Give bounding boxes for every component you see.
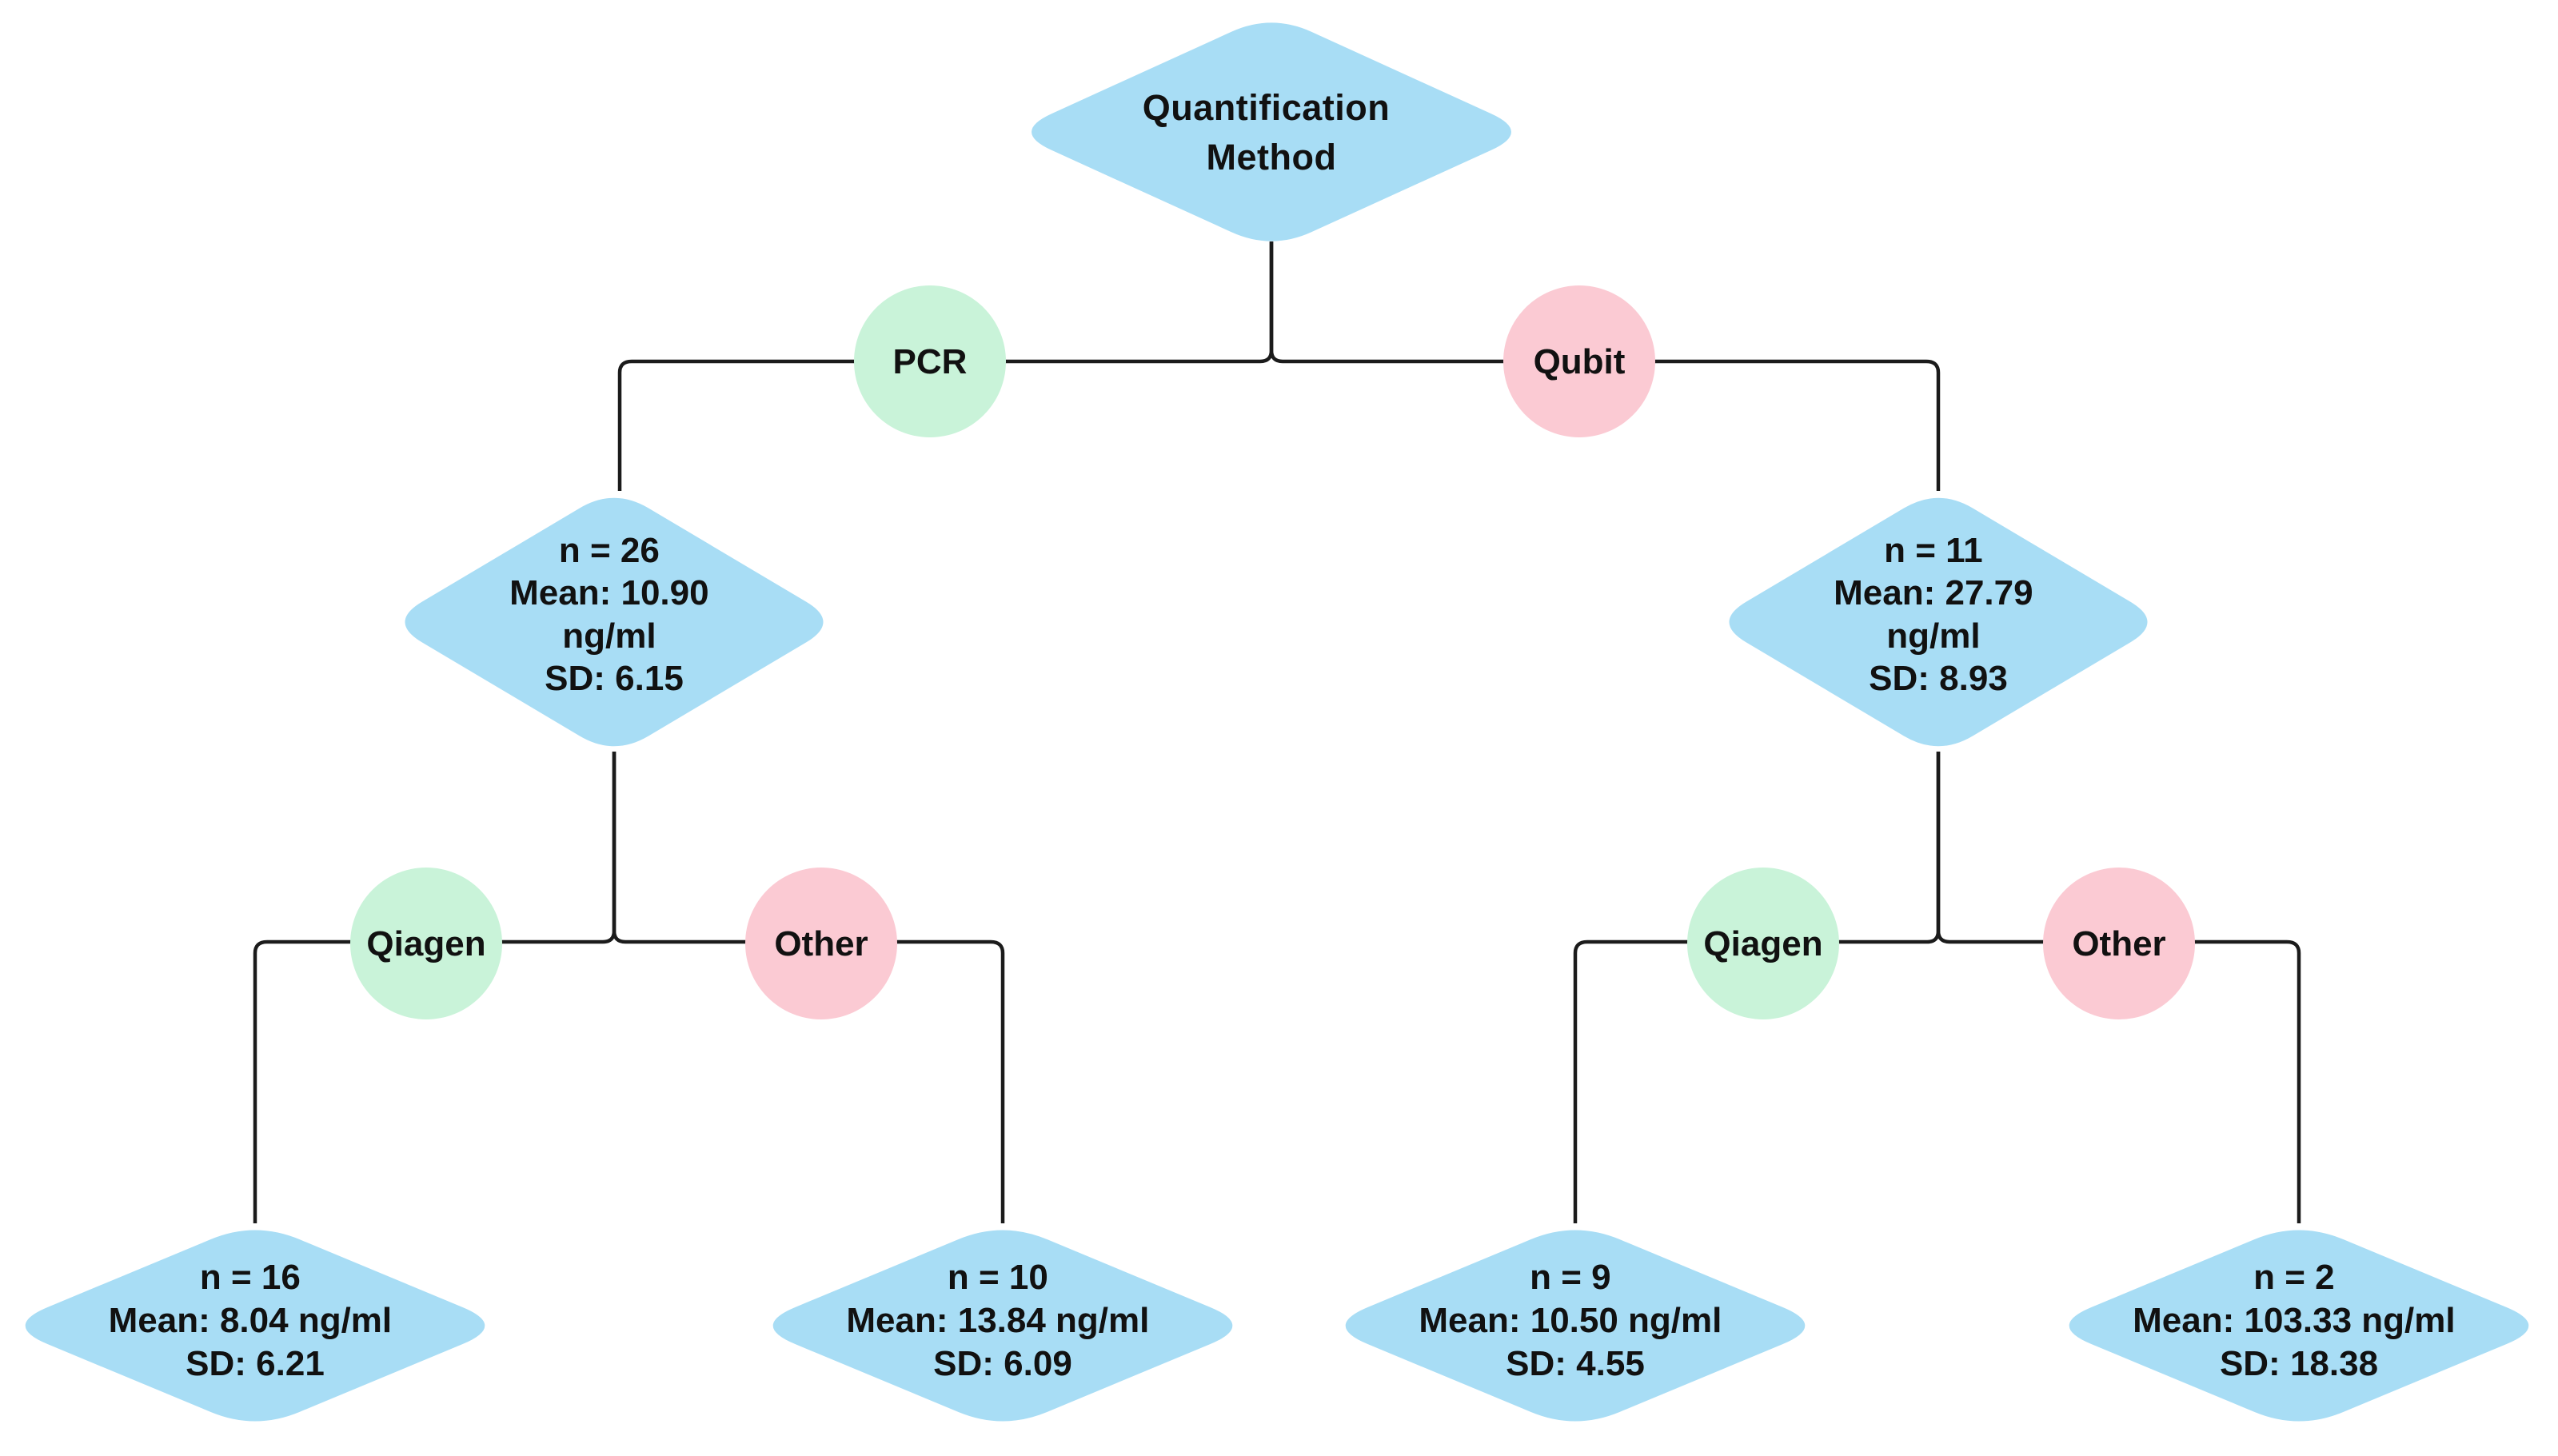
pcr-other-leaf-label: n = 10 Mean: 13.84 ng/ml SD: 6.09	[846, 1258, 1159, 1383]
pcr-qiagen-label: Qiagen	[366, 924, 485, 963]
pcr-branch-circle	[854, 285, 1006, 437]
pcr-qiagen-leaf-sd: SD: 6.21	[186, 1344, 325, 1383]
qubit-stats-sd: SD: 8.93	[1869, 659, 2008, 698]
pcr-stats-n: n = 26	[559, 531, 660, 570]
qubit-other-leaf-mean: Mean: 103.33 ng/ml	[2133, 1301, 2455, 1340]
qubit-qiagen-leaf-mean: Mean: 10.50 ng/ml	[1419, 1301, 1722, 1340]
qubit-other-label: Other	[2072, 924, 2165, 963]
pcr-stats-unit: ng/ml	[562, 616, 656, 656]
pcr-qiagen-leaf-n: n = 16	[200, 1258, 301, 1297]
root-label-line2: Method	[1207, 137, 1337, 178]
root-label-line1: Quantification	[1143, 87, 1391, 128]
pcr-other-label: Other	[774, 924, 868, 963]
pcr-qiagen-leaf-label: n = 16 Mean: 8.04 ng/ml SD: 6.21	[109, 1258, 402, 1383]
pcr-other-circle	[745, 868, 897, 1019]
qubit-other-leaf-label: n = 2 Mean: 103.33 ng/ml SD: 18.38	[2133, 1258, 2465, 1383]
pcr-other-leaf-diamond	[772, 1230, 1233, 1422]
qubit-qiagen-leaf-label: n = 9 Mean: 10.50 ng/ml SD: 4.55	[1419, 1258, 1731, 1383]
pcr-other-leaf-sd: SD: 6.09	[933, 1344, 1072, 1383]
qubit-branch-label: Qubit	[1534, 342, 1626, 381]
qubit-other-circle	[2043, 868, 2195, 1019]
qubit-stats-label: n = 11 Mean: 27.79 ng/ml SD: 8.93	[1834, 531, 2043, 698]
connectors	[253, 241, 2301, 1223]
qubit-qiagen-circle	[1687, 868, 1839, 1019]
pcr-other-leaf-n: n = 10	[948, 1258, 1048, 1297]
qubit-other-leaf-sd: SD: 18.38	[2220, 1344, 2378, 1383]
qubit-stats-n: n = 11	[1884, 531, 1983, 570]
pcr-qiagen-leaf-mean: Mean: 8.04 ng/ml	[109, 1301, 393, 1340]
qubit-stats-unit: ng/ml	[1886, 616, 1980, 656]
qubit-stats-mean: Mean: 27.79	[1834, 573, 2033, 612]
pcr-stats-label: n = 26 Mean: 10.90 ng/ml SD: 6.15	[509, 531, 719, 698]
qubit-qiagen-leaf-diamond	[1345, 1230, 1806, 1422]
qubit-other-leaf-diamond	[2069, 1230, 2529, 1422]
qubit-other-leaf-n: n = 2	[2253, 1258, 2335, 1297]
pcr-other-leaf-mean: Mean: 13.84 ng/ml	[846, 1301, 1149, 1340]
pcr-stats-mean: Mean: 10.90	[509, 573, 708, 612]
qubit-qiagen-leaf-sd: SD: 4.55	[1506, 1344, 1645, 1383]
qubit-qiagen-leaf-n: n = 9	[1530, 1258, 1611, 1297]
nodes	[25, 22, 2529, 1422]
pcr-branch-label: PCR	[893, 342, 968, 381]
qubit-stats-diamond	[1729, 497, 2148, 747]
root-decision-diamond	[1032, 22, 1511, 241]
labels: Quantification Method PCR Qubit n = 26 M…	[109, 87, 2465, 1383]
pcr-stats-sd: SD: 6.15	[545, 659, 684, 698]
pcr-qiagen-leaf-diamond	[25, 1230, 485, 1422]
pcr-qiagen-circle	[350, 868, 502, 1019]
pcr-stats-diamond	[405, 497, 824, 747]
qubit-qiagen-label: Qiagen	[1703, 924, 1822, 963]
root-label: Quantification Method	[1143, 87, 1401, 178]
qubit-branch-circle	[1503, 285, 1655, 437]
